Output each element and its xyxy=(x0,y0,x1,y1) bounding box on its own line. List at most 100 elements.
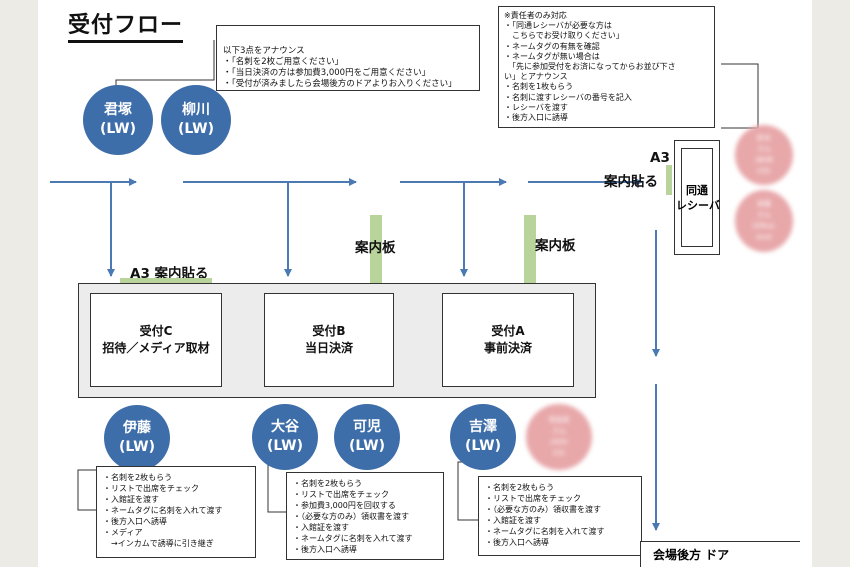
desk-a: 受付A 事前決済 xyxy=(442,293,574,387)
blurred-staff-middle: 斉藤 さん (Dfkac ana) xyxy=(735,190,793,252)
note-line: ・リストで出席をチェック xyxy=(293,490,389,499)
sign-post xyxy=(666,165,672,195)
note-line: ・名刺を2枚もらう xyxy=(293,479,363,488)
note-line: ・メディア xyxy=(103,528,143,537)
staff-name: 大谷 xyxy=(271,419,299,435)
note-line: 「先に参加受付をお済になってからお並び下さ xyxy=(504,62,676,72)
sign-board-label: 案内板 xyxy=(535,238,576,254)
blurred-text: 常泉原 xyxy=(548,416,570,424)
sign-board-label: 案内板 xyxy=(355,240,396,256)
note-line: 以下3点をアナウンス xyxy=(223,46,305,56)
staff-name: 吉澤 xyxy=(469,419,497,435)
desk-b: 受付B 当日決済 xyxy=(264,293,394,387)
flow-page: 受付フロー 以下3点をアナウンス ・「名刺を2枚ご用意ください」 ・「当日決済の… xyxy=(38,0,812,567)
note-line: ・「受付が済みましたら会場後方のドアよりお入りください」 xyxy=(223,79,457,89)
desk-c: 受付C 招待／メディア取材 xyxy=(90,293,222,387)
callout-line xyxy=(721,63,759,129)
staff-name: 柳川 xyxy=(182,102,210,118)
note-line: ・後方入口に誘導 xyxy=(504,113,568,123)
note-line: ・入館証を渡す xyxy=(485,516,541,525)
sign-board-2 xyxy=(524,215,536,283)
note-line: ・（必要な方のみ）領収書を渡す xyxy=(293,512,409,521)
desk-subtitle: 事前決済 xyxy=(483,341,532,355)
note-line: ・名刺を2枚もらう xyxy=(103,473,173,482)
callout-line xyxy=(457,461,478,521)
note-line: ・後方入口へ誘導 xyxy=(293,545,357,554)
note-line: ・名刺に渡すレシーバの番号を記入 xyxy=(504,92,632,102)
staff-name: 君塚 xyxy=(104,102,132,118)
announce-note: 以下3点をアナウンス ・「名刺を2枚ご用意ください」 ・「当日決済の方は参加費3… xyxy=(216,25,480,91)
sign-board-1 xyxy=(370,215,382,283)
receiver-station: 同通 レシーバ xyxy=(674,140,720,255)
desk-a-note: ・名刺を2枚もらう ・リストで出席をチェック ・（必要な方のみ）領収書を渡す ・… xyxy=(478,476,642,556)
note-line: ・「同通レシーバが必要な方は xyxy=(504,21,612,31)
blurred-staff-top: 鈴木 さん (BOB CD) xyxy=(735,125,793,185)
desk-subtitle: 当日決済 xyxy=(304,341,353,355)
staff-ito: 伊藤 (LW) xyxy=(104,405,170,471)
note-line: ・「名刺を2枚ご用意ください」 xyxy=(223,57,344,67)
desk-c-note: ・名刺を2枚もらう ・リストで出席をチェック ・入館証を渡す ・ネームタグに名刺… xyxy=(96,466,256,558)
note-line: ・「当日決済の方は参加費3,000円をご用意ください」 xyxy=(223,68,431,78)
note-line: ・ネームタグが無い場合は xyxy=(504,51,600,61)
a3-sign-label: 案内貼る xyxy=(604,174,658,190)
desk-title: 受付A xyxy=(491,324,525,338)
desk-b-note: ・名刺を2枚もらう ・リストで出席をチェック ・参加費3,000円を回収する ・… xyxy=(286,472,444,560)
blurred-staff-bottom: 常泉原 さん (AOV CS) xyxy=(526,404,592,470)
staff-tag: (LW) xyxy=(99,121,137,137)
note-line: ・入館証を渡す xyxy=(293,523,349,532)
blurred-text: さん xyxy=(757,145,771,153)
note-line: ・リストで出席をチェック xyxy=(485,494,581,503)
desk-title: 受付C xyxy=(139,324,173,338)
staff-yoshizawa: 吉澤 (LW) xyxy=(450,404,516,470)
staff-tag: (LW) xyxy=(266,438,304,454)
note-line: ・入館証を渡す xyxy=(103,495,159,504)
staff-tag: (LW) xyxy=(118,439,156,455)
note-line: ・名刺を2枚もらう xyxy=(485,483,555,492)
blurred-text: さん xyxy=(757,211,771,219)
note-line: ・名刺を1枚もらう xyxy=(504,82,574,92)
desk-title: 受付B xyxy=(312,324,346,338)
blurred-text: (Dfkac xyxy=(752,222,776,230)
receiver-label: レシーバ xyxy=(676,198,720,212)
blurred-text: CS) xyxy=(552,449,566,457)
staff-yanagawa: 柳川 (LW) xyxy=(161,85,231,155)
receiver-label: 同通 xyxy=(686,183,708,197)
note-line: ・ネームタグに名刺を入れて渡す xyxy=(293,534,413,543)
blurred-text: CD) xyxy=(757,167,771,175)
note-line: こちらでお受け取りください」 xyxy=(504,31,624,41)
note-line: ・後方入口へ誘導 xyxy=(103,517,167,526)
blurred-text: (BOB xyxy=(755,156,773,164)
blurred-text: さん xyxy=(552,427,566,435)
blurred-text: 鈴木 xyxy=(757,134,771,142)
note-line: ・ネームタグに名刺を入れて渡す xyxy=(485,527,605,536)
a3-sign-label: A3 xyxy=(650,150,670,166)
staff-kani: 可児 (LW) xyxy=(334,404,400,470)
note-line: ※責任者のみ対応 xyxy=(504,11,567,20)
staff-tag: (LW) xyxy=(177,121,215,137)
receiver-box: 同通 レシーバ xyxy=(676,148,720,247)
note-line: ・（必要な方のみ）領収書を渡す xyxy=(485,505,601,514)
blurred-text: 斉藤 xyxy=(757,200,771,208)
note-line: ・参加費3,000円を回収する xyxy=(293,501,396,510)
page-title: 受付フロー xyxy=(68,14,184,43)
note-line: ・レシーバを渡す xyxy=(504,102,568,112)
staff-kimizuka: 君塚 (LW) xyxy=(83,85,153,155)
staff-name: 伊藤 xyxy=(123,420,151,436)
callout-line xyxy=(115,40,215,90)
note-line: ・ネームタグに名刺を入れて渡す xyxy=(103,506,223,515)
note-line: ・リストで出席をチェック xyxy=(103,484,199,493)
a3-left-bar xyxy=(120,278,212,283)
venue-rear-door: 会場後方 ドア xyxy=(640,541,800,567)
note-line: →インカムで誘導に引き継ぎ xyxy=(103,539,214,548)
blurred-text: (AOV xyxy=(550,438,568,446)
staff-tag: (LW) xyxy=(348,438,386,454)
staff-tag: (LW) xyxy=(464,438,502,454)
blurred-text: ana) xyxy=(756,233,772,241)
staff-name: 可児 xyxy=(353,419,381,435)
note-line: ・ネームタグの有無を確認 xyxy=(504,41,600,51)
receiver-note: ※責任者のみ対応 ・「同通レシーバが必要な方は こちらでお受け取りください」 ・… xyxy=(498,6,715,128)
note-line: ・後方入口へ誘導 xyxy=(485,538,549,547)
note-line: い」とアナウンス xyxy=(504,72,568,82)
desk-subtitle: 招待／メディア取材 xyxy=(102,341,210,355)
staff-otani: 大谷 (LW) xyxy=(252,404,318,470)
